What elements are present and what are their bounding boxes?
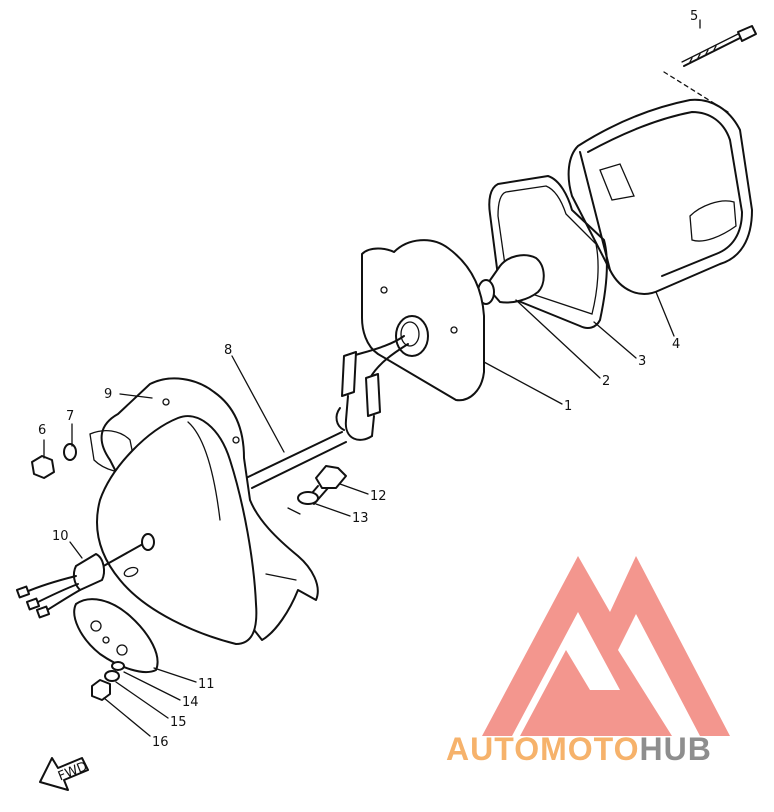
- screw-part: [31, 455, 55, 479]
- brand-moto: MOTO: [540, 731, 639, 767]
- brand-hub: HUB: [639, 731, 711, 767]
- callout-15: 15: [170, 715, 187, 730]
- gasket-part: [488, 175, 608, 329]
- wire-harness: [335, 335, 409, 441]
- direction-label: FWD: [56, 759, 90, 784]
- callout-11: 11: [198, 677, 215, 692]
- license-plate-bracket-part: [73, 598, 159, 673]
- callout-9: 9: [104, 387, 112, 402]
- washer-part: [297, 491, 319, 505]
- callout-16: 16: [152, 735, 169, 750]
- callout-2: 2: [602, 374, 610, 389]
- lens-cover-part: [567, 98, 753, 295]
- callout-6: 6: [38, 423, 46, 438]
- svg-text:AUTOMOTOHUB: AUTOMOTOHUB: [446, 731, 712, 767]
- callout-5: 5: [690, 9, 698, 24]
- callout-3: 3: [638, 354, 646, 369]
- grommet-part: [15, 533, 155, 619]
- callout-10: 10: [52, 529, 69, 544]
- callout-13: 13: [352, 511, 369, 526]
- housing-part: [96, 415, 258, 645]
- forward-arrow-icon: FWD: [39, 757, 90, 791]
- base-plate-part: [361, 239, 485, 402]
- callout-1: 1: [564, 399, 572, 414]
- callout-7: 7: [66, 409, 74, 424]
- callout-14: 14: [182, 695, 199, 710]
- bulb-part: [477, 254, 545, 305]
- rod-part: [245, 431, 347, 489]
- lock-washer-part: [111, 661, 125, 671]
- callout-8: 8: [224, 343, 232, 358]
- plain-washer-part: [104, 670, 120, 682]
- leader-5-dash: [663, 71, 729, 113]
- small-washer-part: [63, 443, 77, 461]
- leader-lines: [43, 19, 701, 737]
- brand-auto: AUTO: [446, 731, 540, 767]
- callout-4: 4: [672, 337, 680, 352]
- callout-12: 12: [370, 489, 387, 504]
- long-screw-part: [681, 25, 757, 67]
- automotohub-logo: AUTOMOTOHUB: [446, 556, 730, 767]
- nut-part: [91, 679, 111, 701]
